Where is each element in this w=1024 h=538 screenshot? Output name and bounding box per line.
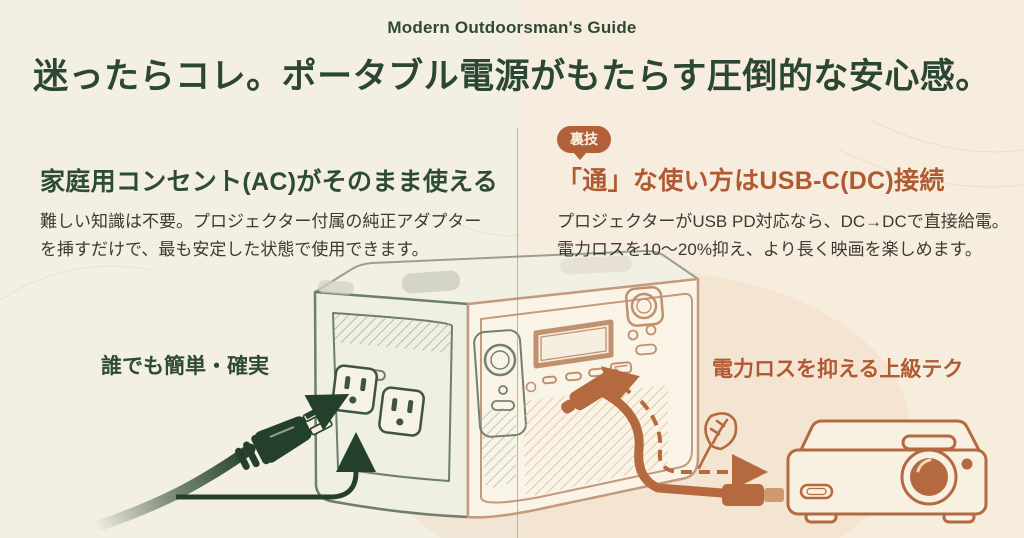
left-panel-vents xyxy=(334,314,451,353)
right-section-heading: 「通」な使い方はUSB-C(DC)接続 xyxy=(557,167,945,195)
dashed-arrow-to-port xyxy=(600,366,640,404)
projector-usb-c-port xyxy=(799,483,834,500)
ac-plug-icon xyxy=(89,405,333,533)
station-handle-groove xyxy=(401,270,461,294)
usb-c-connector-to-projector xyxy=(722,484,784,506)
arrow-up-to-outlet xyxy=(176,432,376,500)
section-divider xyxy=(517,128,518,538)
left-face-bottom-hatch xyxy=(478,406,516,489)
page-title: 迷ったらコレ。ポータブル電源がもたらす圧倒的な安心感。 xyxy=(33,57,991,96)
left-section-heading: 家庭用コンセント(AC)がそのまま使える xyxy=(40,168,499,196)
station-handle-groove xyxy=(560,255,632,275)
front-left-subpanel xyxy=(473,329,527,438)
left-section-body: 難しい知識は不要。プロジェクター付属の純正アダプター を挿すだけで、最も安定した… xyxy=(40,212,482,259)
usb-c-cable xyxy=(597,387,727,498)
background-contours xyxy=(0,119,1024,301)
ac-outlet-right xyxy=(378,386,425,437)
projector-indicator xyxy=(961,458,973,470)
left-caption: 誰でも簡単・確実 xyxy=(101,355,269,378)
ac-outlet-left xyxy=(331,364,378,415)
left-panel-frame xyxy=(332,312,453,482)
station-dc-dial xyxy=(624,285,665,356)
station-display xyxy=(533,319,614,369)
station-handle-groove xyxy=(317,280,354,295)
plug-cable xyxy=(89,443,256,533)
dashed-arrow-to-projector xyxy=(639,399,768,490)
tip-badge: 裏技 xyxy=(557,126,611,160)
eyebrow-title: Modern Outdoorsman's Guide xyxy=(387,18,637,37)
projector-icon xyxy=(786,419,988,524)
leaf-icon xyxy=(697,412,738,470)
right-section-body: プロジェクターがUSB PD対応なら、DC→DCで直接給電。 電力ロスを10〜2… xyxy=(557,212,1009,259)
front-panel-frame xyxy=(480,292,693,504)
arrow-plug-to-outlet xyxy=(304,393,350,431)
right-caption: 電力ロスを抑える上級テク xyxy=(712,358,964,381)
